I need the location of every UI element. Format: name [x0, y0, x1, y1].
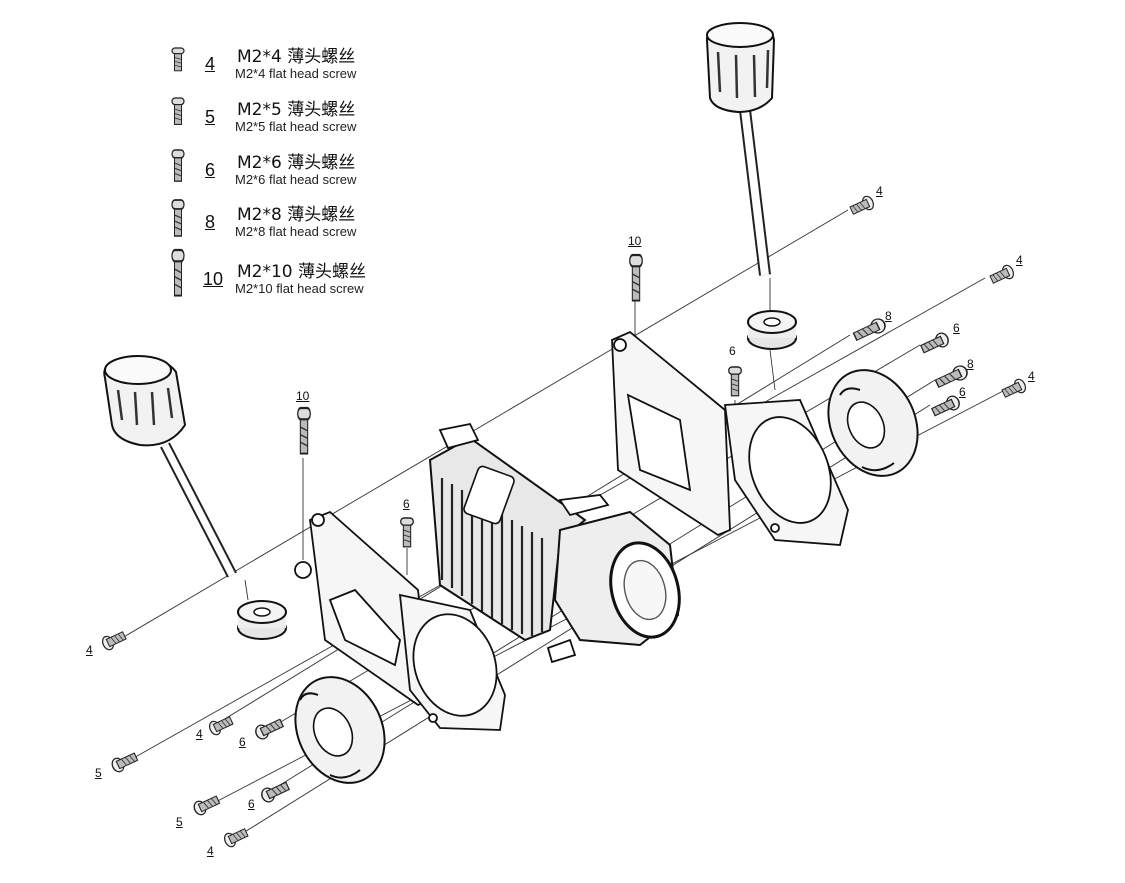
legend-zh-label: M2*4 薄头螺丝 — [237, 47, 356, 67]
screw-bottom-5b — [191, 792, 222, 818]
right-knob — [706, 22, 776, 276]
legend-number: 8 — [205, 212, 216, 232]
right-grommet — [747, 310, 797, 350]
callout-label: 4 — [876, 184, 883, 198]
legend-screw-icon-8 — [171, 199, 185, 237]
legend-en-label: M2*6 flat head screw — [235, 172, 357, 187]
screw-left-4a — [99, 628, 128, 653]
legend-zh-label: M2*8 薄头螺丝 — [237, 205, 356, 225]
legend-screw-icon-4 — [171, 47, 185, 72]
callout-label: 4 — [1028, 369, 1035, 383]
callout-label: 6 — [953, 321, 960, 335]
callout-label: 10 — [628, 234, 642, 248]
screw-center-6 — [399, 517, 415, 548]
callout-label: 4 — [1016, 253, 1023, 267]
legend-number: 4 — [205, 54, 216, 74]
screw-right-4b — [988, 262, 1017, 287]
screw-bottom-6b — [258, 778, 292, 805]
screw-bottom-4a — [206, 713, 235, 738]
callout-label: 6 — [729, 344, 736, 358]
left-grommet — [237, 600, 287, 640]
camera-module — [428, 422, 681, 664]
callout-label: 4 — [196, 727, 203, 741]
callout-label: 5 — [95, 766, 102, 780]
right-ring — [827, 369, 919, 477]
screw-right-4c — [1000, 376, 1029, 401]
callout-label: 5 — [176, 815, 183, 829]
screw-right-8a — [851, 315, 889, 344]
callout-label: 8 — [967, 357, 974, 371]
legend-zh-label: M2*10 薄头螺丝 — [237, 262, 367, 282]
right-bracket — [611, 330, 849, 546]
legend-zh-label: M2*6 薄头螺丝 — [237, 153, 356, 173]
callout-label: 4 — [86, 643, 93, 657]
legend-number: 5 — [205, 107, 216, 127]
callout-label: 10 — [296, 389, 310, 403]
left-knob — [103, 355, 237, 578]
legend-en-label: M2*8 flat head screw — [235, 224, 357, 239]
legend-screw-icon-5 — [171, 97, 185, 126]
callout-label: 6 — [248, 797, 255, 811]
callout-label: 4 — [207, 844, 214, 858]
screw-bottom-6a — [252, 715, 286, 742]
legend-en-label: M2*4 flat head screw — [235, 66, 357, 81]
legend-number: 6 — [205, 160, 216, 180]
screw-left-10 — [296, 406, 312, 455]
legend-en-label: M2*5 flat head screw — [235, 119, 357, 134]
screw-bottom-4b — [221, 825, 250, 850]
legend-screw-icon-6 — [171, 149, 185, 182]
left-ring — [294, 676, 386, 784]
left-bracket — [294, 510, 506, 731]
legend-en-label: M2*10 flat head screw — [235, 281, 364, 296]
screw-right-4a — [848, 193, 877, 218]
callout-label: 6 — [239, 735, 246, 749]
legend-screw-icon-10 — [170, 248, 186, 297]
legend-number: 10 — [203, 269, 224, 289]
callout-label: 6 — [403, 497, 410, 511]
callout-label: 8 — [885, 309, 892, 323]
legend-zh-label: M2*5 薄头螺丝 — [237, 100, 356, 120]
screw-bottom-5a — [109, 749, 140, 775]
callout-label: 6 — [959, 385, 966, 399]
screw-bracket-6 — [727, 366, 743, 397]
screw-right-6a — [918, 330, 952, 357]
screw-top-10 — [628, 253, 644, 302]
